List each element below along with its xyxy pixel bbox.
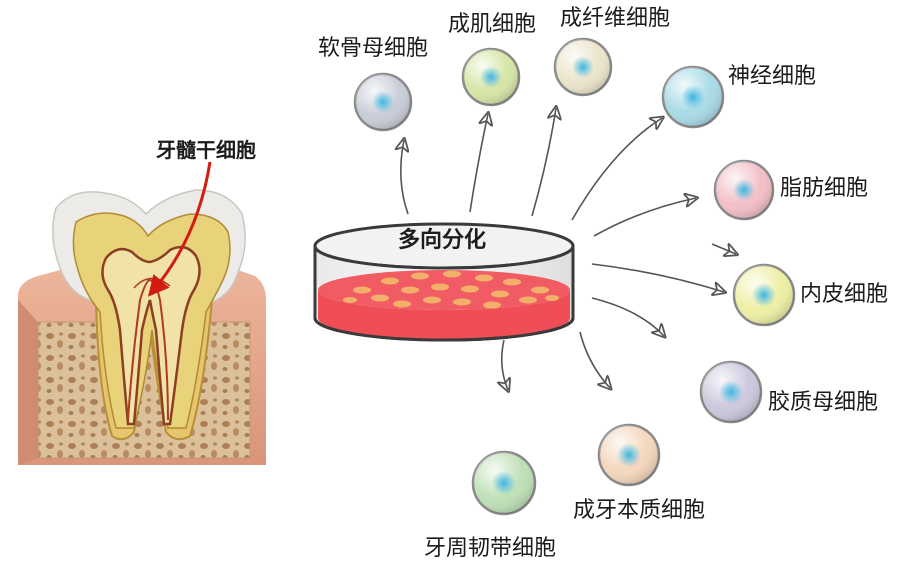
- nucleus-icon: [681, 85, 705, 109]
- arrow-neuron: [571, 118, 662, 221]
- nucleus-icon: [733, 179, 755, 201]
- arrow-fibroblast: [531, 108, 556, 217]
- nucleus-icon: [480, 66, 502, 88]
- gum-front: [18, 300, 38, 465]
- petri-dish: [313, 222, 575, 342]
- label-fibroblast: 成纤维细胞: [560, 6, 671, 31]
- cell-myoblast: [461, 47, 521, 107]
- arrow-myoblast: [469, 114, 488, 213]
- label-adipocyte: 脂肪细胞: [780, 176, 869, 201]
- label-myoblast: 成肌细胞: [448, 12, 537, 37]
- arrow-endothelial: [591, 263, 724, 292]
- arrow-adipocyte: [593, 198, 696, 237]
- arrow-odontoblast: [579, 331, 610, 388]
- cells: [353, 37, 796, 516]
- label-periodontal: 牙周韧带细胞: [424, 536, 557, 561]
- cell-periodontal: [471, 450, 537, 516]
- label-odontoblast: 成牙本质细胞: [573, 498, 706, 523]
- arrow-chondrocyte: [401, 140, 408, 215]
- arrow-periodontal: [502, 339, 508, 390]
- nucleus-icon: [492, 471, 516, 495]
- nucleus-icon: [617, 443, 641, 467]
- cell-endothelial: [732, 263, 796, 327]
- cell-neuron: [661, 65, 725, 129]
- cell-odontoblast: [597, 423, 661, 487]
- dish-label: 多向分化: [398, 228, 487, 253]
- differentiation-arrows: [401, 108, 736, 390]
- tooth-label: 牙髓干细胞: [156, 138, 256, 162]
- arrow-glioblast: [591, 297, 664, 336]
- dish-medium: [318, 290, 570, 340]
- cell-adipocyte: [713, 159, 775, 221]
- tooth-pulp: [101, 245, 201, 426]
- label-chondrocyte: 软骨母细胞: [318, 36, 429, 61]
- label-neuron: 神经细胞: [728, 64, 817, 89]
- cell-glioblast: [699, 360, 763, 424]
- dish-cells: [343, 270, 559, 309]
- nucleus-icon: [752, 283, 776, 307]
- nucleus-icon: [572, 56, 594, 78]
- label-endothelial: 内皮细胞: [800, 282, 889, 307]
- label-glioblast: 胶质母细胞: [768, 390, 879, 415]
- dish-front-rim: [313, 317, 575, 342]
- cell-fibroblast: [553, 37, 613, 97]
- nucleus-icon: [372, 91, 394, 113]
- cell-chondrocyte: [353, 72, 413, 132]
- nucleus-icon: [719, 380, 743, 404]
- pointer-arrow: [147, 161, 212, 297]
- tooth-illustration: [17, 161, 267, 465]
- arrow-endothelial-small: [711, 244, 736, 254]
